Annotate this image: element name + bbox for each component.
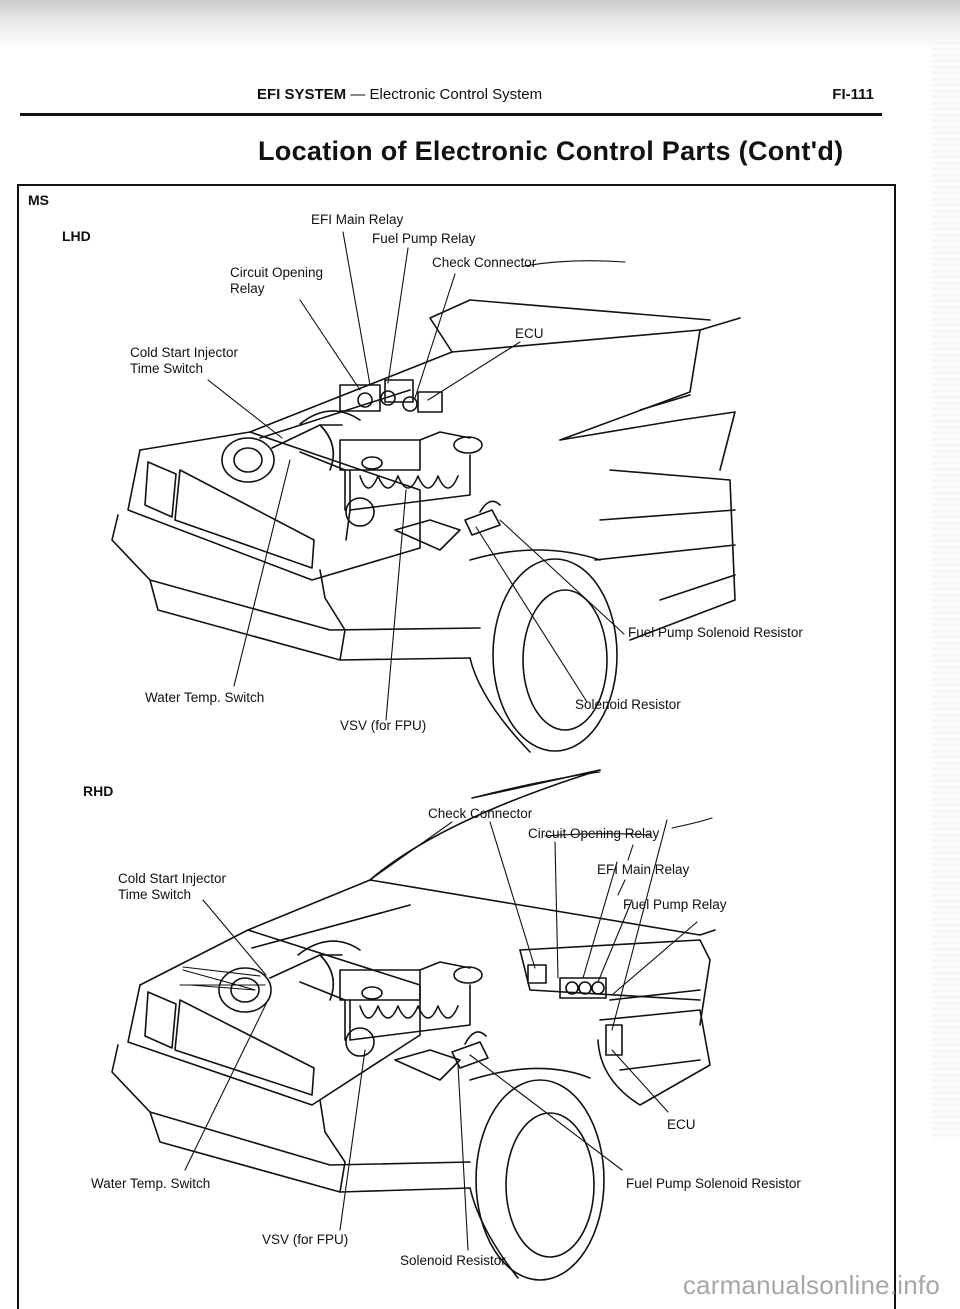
scan-margin-noise [932,40,960,1140]
lhd-label-vsv: VSV (for FPU) [340,718,427,733]
rhd-heading: RHD [83,783,114,799]
scan-edge-shadow [0,0,960,50]
lhd-heading: LHD [62,228,91,244]
lhd-label-cold-start-line2: Time Switch [130,361,204,376]
rhd-car-drawing [111,769,716,1281]
lhd-car-drawing [111,299,741,753]
watermark: carmanualsonline.info [682,1270,940,1300]
rhd-label-fuel-pump-solenoid-resistor: Fuel Pump Solenoid Resistor [626,1176,801,1191]
rhd-label-check-connector: Check Connector [428,806,533,821]
header-rule [20,113,882,116]
rhd-label-solenoid-resistor: Solenoid Resistor [400,1253,506,1268]
rhd-leader-lines [179,771,713,1251]
rhd-label-vsv: VSV (for FPU) [262,1232,349,1247]
lhd-label-circuit-opening-relay-line2: Relay [230,281,265,296]
page-header: EFI SYSTEM — Electronic Control System F… [20,86,880,114]
page-title: Location of Electronic Control Parts (Co… [258,136,844,166]
rhd-label-water-temp-switch: Water Temp. Switch [91,1176,211,1191]
rhd-label-efi-main-relay: EFI Main Relay [597,862,690,877]
rhd-label-cold-start-line2: Time Switch [118,887,192,902]
rhd-label-circuit-opening-relay: Circuit Opening Relay [528,826,660,841]
lhd-label-fuel-pump-relay: Fuel Pump Relay [372,231,476,246]
section-title-bold: EFI SYSTEM [257,86,347,103]
rhd-label-cold-start-line1: Cold Start Injector [118,871,227,886]
lhd-label-ecu: ECU [515,326,544,341]
lhd-label-check-connector: Check Connector [432,255,537,270]
section-title: EFI SYSTEM — Electronic Control System [257,86,542,103]
section-title-rest: — Electronic Control System [346,86,543,103]
page-number: FI-111 [832,86,874,103]
lhd-label-cold-start-line1: Cold Start Injector [130,345,239,360]
lhd-leader-lines [207,231,626,721]
lhd-label-water-temp-switch: Water Temp. Switch [145,690,265,705]
lhd-label-circuit-opening-relay-line1: Circuit Opening [230,265,324,280]
lhd-label-efi-main-relay: EFI Main Relay [311,212,404,227]
lhd-label-fuel-pump-solenoid-resistor: Fuel Pump Solenoid Resistor [628,625,803,640]
rhd-label-ecu: ECU [667,1117,696,1132]
rhd-label-fuel-pump-relay: Fuel Pump Relay [623,897,727,912]
market-label: MS [28,192,49,208]
figure-frame [17,184,896,1309]
lhd-label-solenoid-resistor: Solenoid Resistor [575,697,681,712]
